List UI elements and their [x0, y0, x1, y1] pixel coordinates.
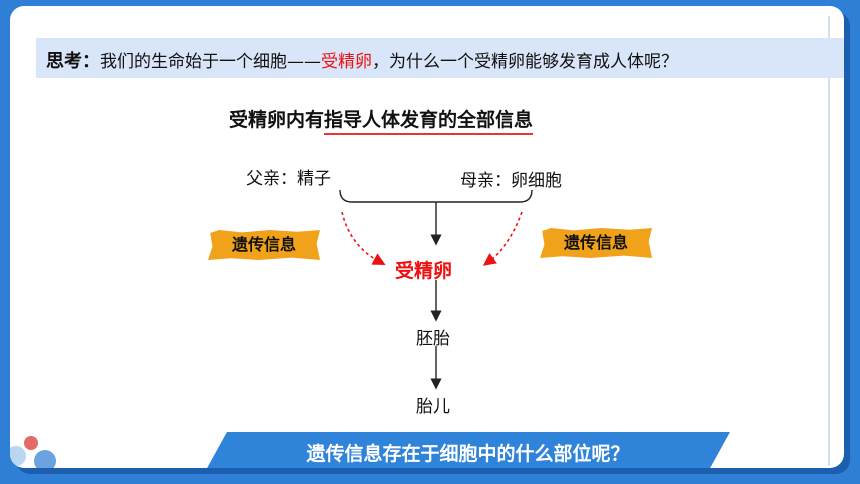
statement-underlined: 指导人体发育的全部信息 — [324, 109, 534, 135]
question-prefix: 思考： — [46, 51, 100, 72]
left-dotted-arrow — [341, 211, 386, 266]
parents-bracket — [339, 189, 533, 203]
bottom-question-banner: 遗传信息存在于细胞中的什么部位呢？ — [206, 432, 730, 468]
embryo-node: 胚胎 — [416, 329, 450, 349]
slide-card: 思考：我们的生命始于一个细胞——受精卵，为什么一个受精卵能够发育成人体呢？ 受精… — [10, 6, 844, 468]
gear-icon-blue — [34, 450, 56, 468]
question-part2: ，为什么一个受精卵能够发育成人体呢？ — [372, 52, 678, 72]
flow-diagram-lines — [339, 189, 533, 390]
banner-text: 遗传信息存在于细胞中的什么部位呢？ — [306, 443, 630, 465]
genetic-info-badge-left: 遗传信息 — [208, 230, 320, 260]
right-dotted-arrow — [482, 211, 523, 266]
genetic-info-badge-right: 遗传信息 — [540, 228, 652, 258]
question-bar: 思考：我们的生命始于一个细胞——受精卵，为什么一个受精卵能够发育成人体呢？ — [36, 38, 844, 78]
statement-part1: 受精卵内有 — [229, 109, 325, 131]
question-highlight: 受精卵 — [321, 52, 372, 72]
question-part1: 我们的生命始于一个细胞—— — [100, 52, 321, 72]
mother-label: 母亲：卵细胞 — [460, 171, 562, 191]
main-statement: 受精卵内有指导人体发育的全部信息 — [229, 105, 534, 135]
card-edge-line — [828, 16, 830, 466]
fetus-node: 胎儿 — [416, 397, 450, 417]
gear-icon-light — [10, 446, 26, 466]
father-label: 父亲：精子 — [246, 169, 331, 189]
zygote-node: 受精卵 — [395, 260, 453, 282]
gear-icon-red — [24, 436, 38, 450]
question-text: 思考：我们的生命始于一个细胞——受精卵，为什么一个受精卵能够发育成人体呢？ — [46, 47, 678, 73]
